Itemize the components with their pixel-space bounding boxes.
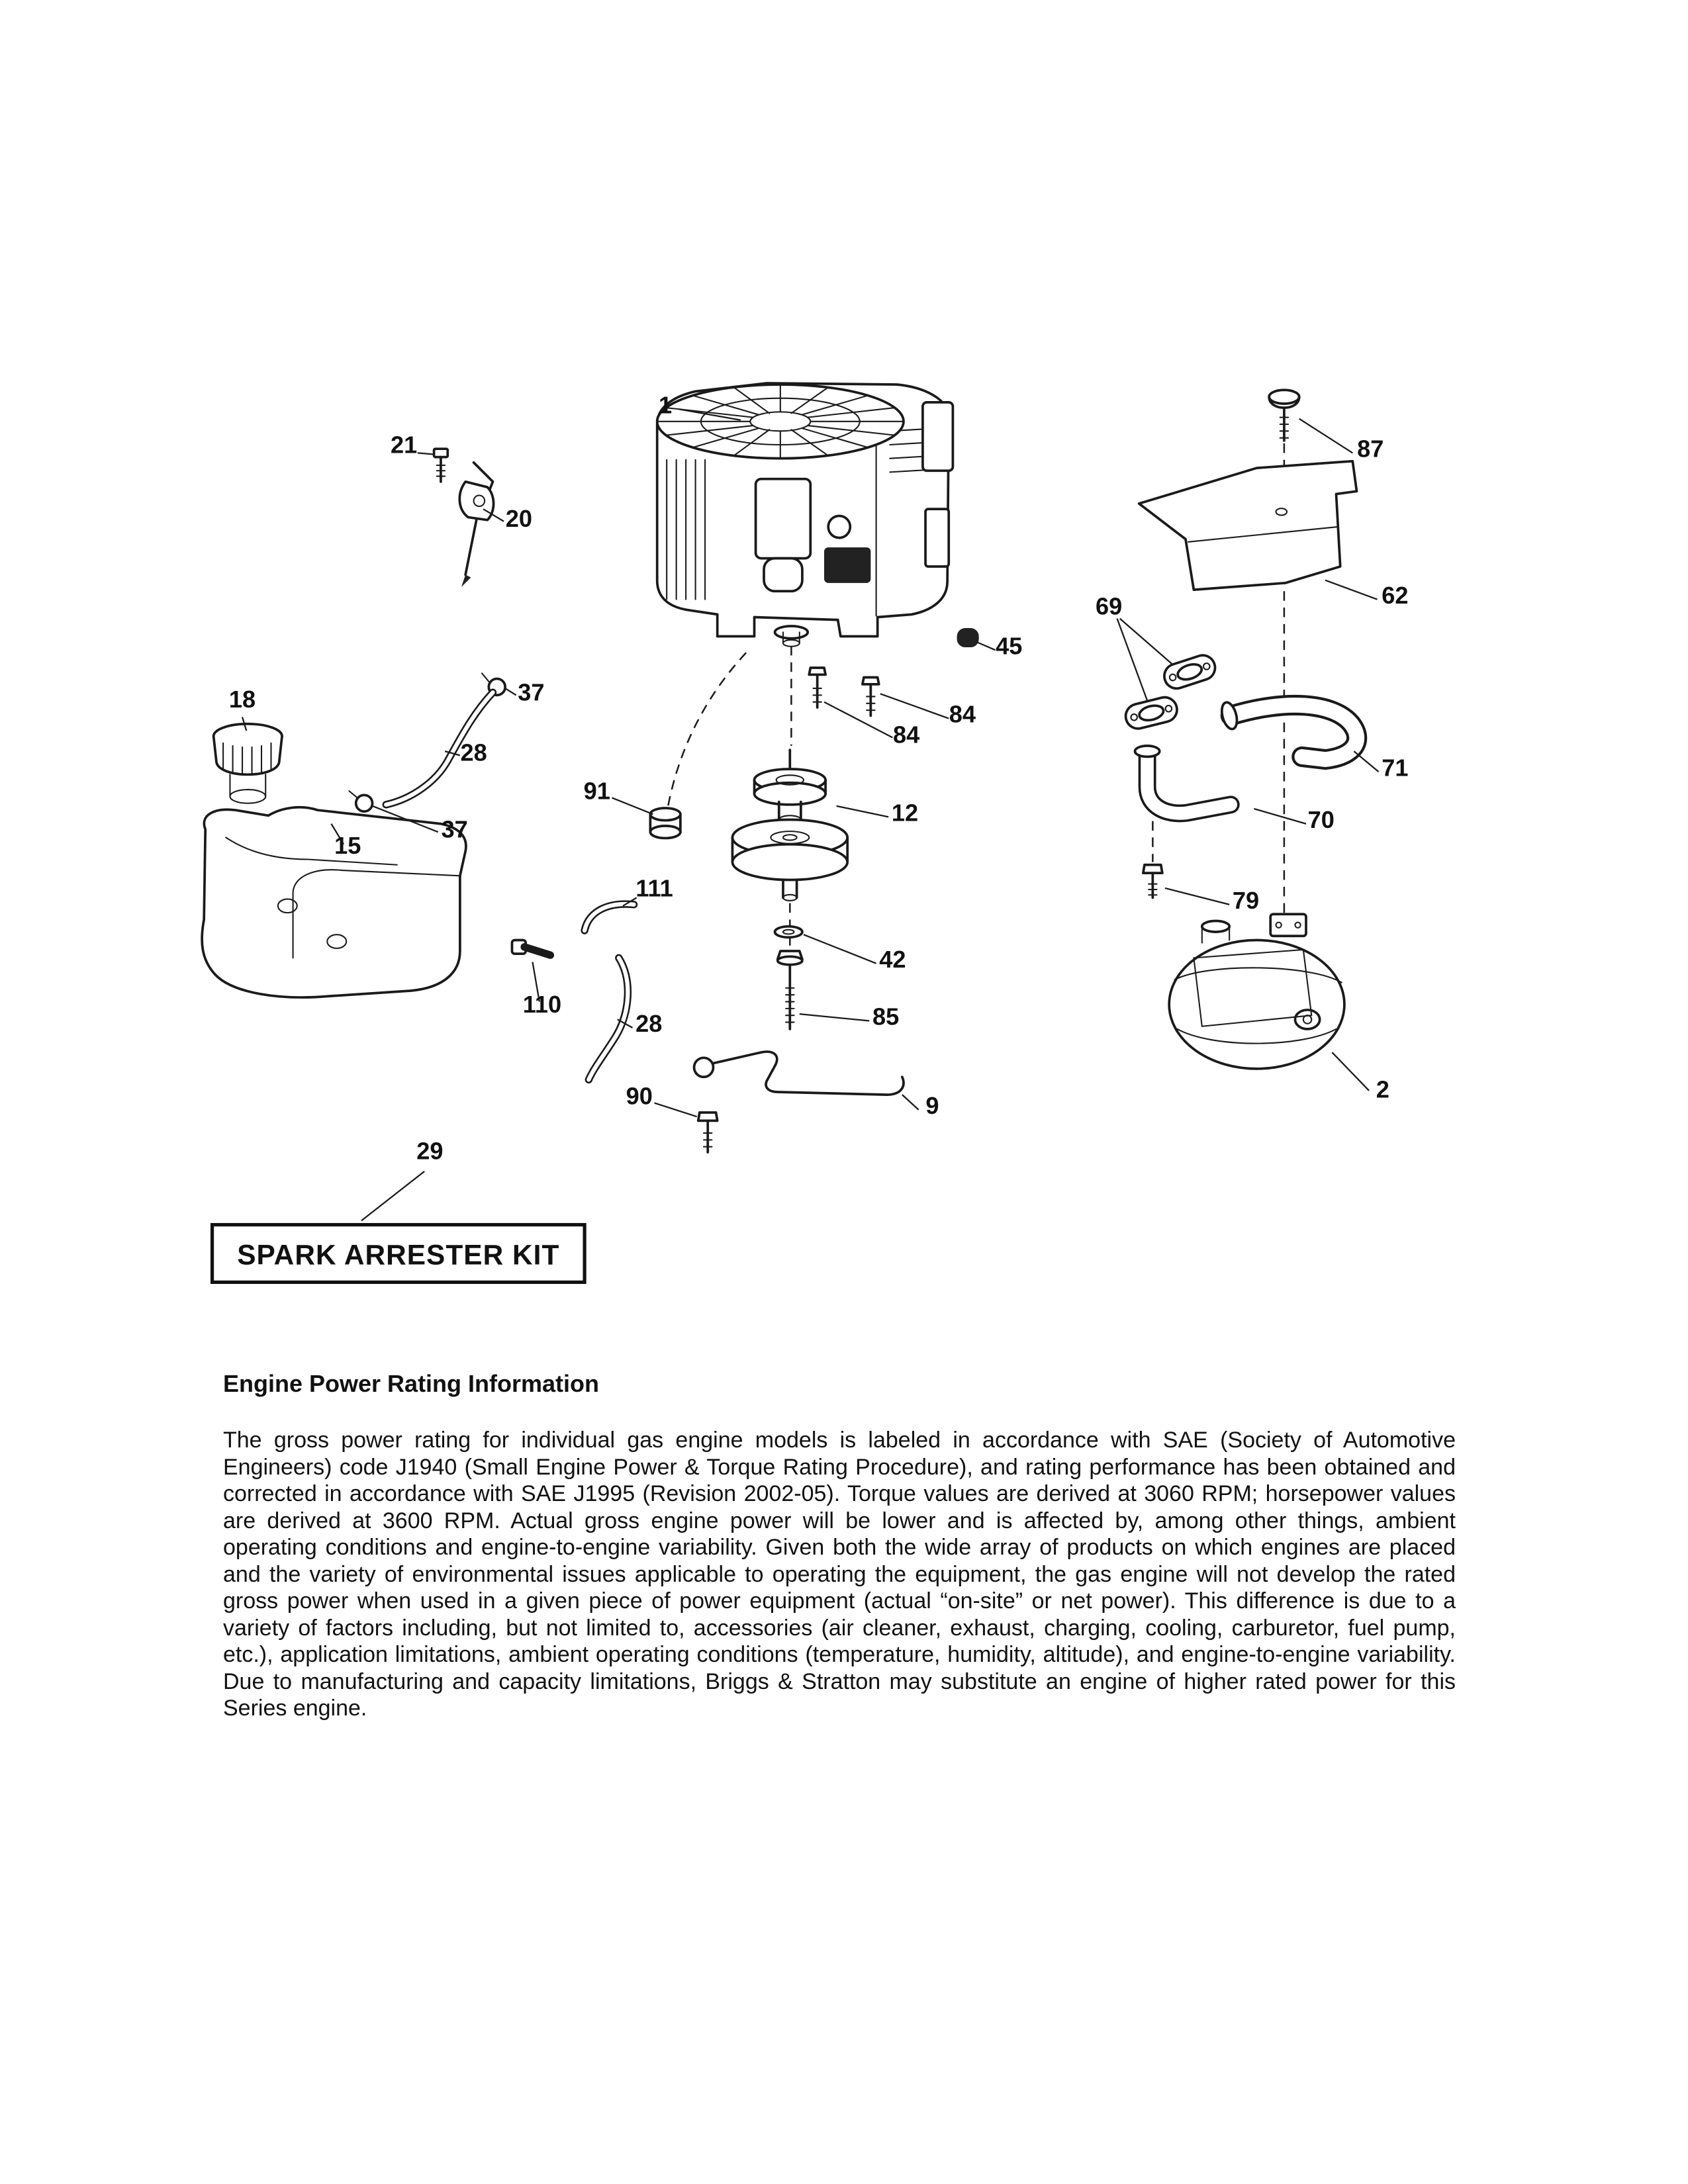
callout-label: 110 (523, 991, 561, 1018)
hose-111 (581, 900, 638, 934)
bolt-90 (696, 1111, 719, 1154)
heat-shield (1137, 459, 1358, 592)
knob-87 (1268, 388, 1301, 442)
callout-label: 91 (584, 778, 610, 805)
section-heading: Engine Power Rating Information (223, 1370, 600, 1397)
bolt-84-right (861, 676, 880, 717)
fuel-cap (212, 722, 283, 804)
callout-label: 71 (1382, 754, 1408, 781)
gaskets-69 (1124, 654, 1217, 730)
callout-label: 84 (893, 721, 919, 749)
callout-label: 90 (626, 1083, 653, 1110)
fuel-tank (201, 805, 467, 999)
callout-label: 37 (518, 679, 544, 706)
bolt-85 (776, 950, 804, 1030)
callout-label: 9 (925, 1092, 939, 1119)
stack-pulley (731, 749, 849, 901)
callout-label: 21 (391, 431, 417, 458)
spark-arrester-kit-box: SPARK ARRESTER KIT (210, 1222, 586, 1284)
fuel-line-upper (382, 688, 497, 809)
callout-label: 69 (1096, 592, 1122, 619)
callout-label: 1 (659, 391, 672, 418)
muffler (1168, 913, 1346, 1070)
washer-42 (773, 925, 804, 939)
callout-label: 28 (460, 739, 487, 766)
throttle-control (458, 461, 495, 588)
callout-label: 42 (879, 946, 906, 973)
callout-label: 111 (635, 874, 673, 901)
callout-label: 79 (1233, 887, 1259, 914)
plug-91 (649, 807, 682, 840)
callout-label: 15 (334, 832, 361, 859)
callout-label: 18 (229, 686, 256, 713)
fitting-110 (510, 938, 555, 959)
body-paragraph: The gross power rating for individual ga… (223, 1428, 1456, 1721)
callout-label: 29 (416, 1137, 443, 1164)
spark-arrester-kit-label: SPARK ARRESTER KIT (237, 1240, 559, 1271)
cooling-fan (655, 383, 905, 460)
bolt-84-left (808, 666, 827, 709)
callout-labels: 1 21 20 87 62 69 45 84 84 18 37 28 37 15… (229, 391, 1409, 1164)
clamp-37-lower (348, 790, 374, 813)
engine-assembly (655, 382, 955, 647)
spacer-45 (957, 628, 979, 648)
callout-label: 62 (1382, 582, 1408, 609)
callout-label: 12 (892, 799, 918, 827)
callout-label: 2 (1376, 1075, 1389, 1103)
callout-label: 45 (996, 632, 1022, 659)
callout-label: 20 (506, 505, 532, 532)
leader-lines (241, 408, 1380, 1222)
callout-label: 37 (441, 815, 467, 842)
exhaust-pipe-70 (1133, 745, 1240, 823)
callout-label: 84 (949, 701, 976, 728)
callout-label: 87 (1357, 435, 1383, 463)
rod-9 (692, 1050, 905, 1096)
exhaust-pipe-71 (1220, 695, 1368, 770)
fuel-line-lower (585, 954, 632, 1084)
bolt-79 (1142, 863, 1164, 899)
callout-label: 70 (1308, 806, 1335, 833)
bolt-21 (432, 447, 449, 483)
callout-label: 28 (635, 1010, 662, 1037)
callout-label: 85 (872, 1003, 899, 1030)
